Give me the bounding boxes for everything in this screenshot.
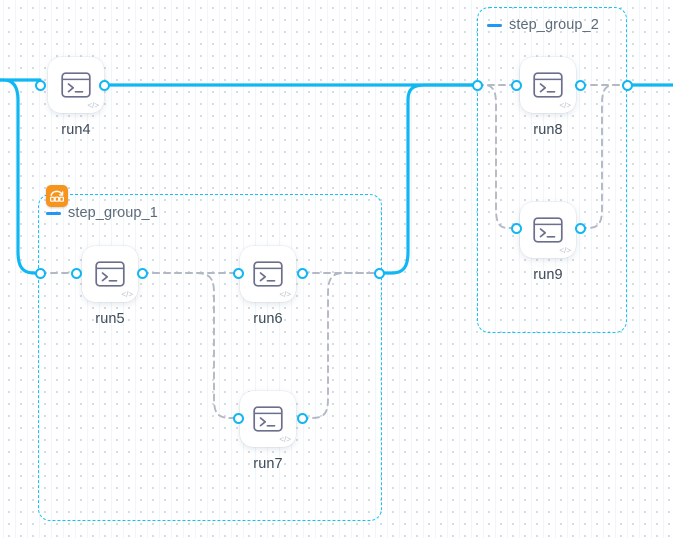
port-group1-out[interactable] — [373, 267, 385, 279]
code-badge-icon: </> — [87, 101, 99, 110]
port-run9-out[interactable] — [574, 222, 586, 234]
port-group2-out[interactable] — [621, 79, 633, 91]
node-label-run7: run7 — [253, 456, 283, 472]
edge-canvas-in-to-group1 — [0, 78, 42, 275]
node-card[interactable]: </> — [240, 391, 296, 447]
port-run9-in[interactable] — [510, 222, 522, 234]
port-run4-in[interactable] — [34, 79, 46, 91]
retry-group-icon[interactable] — [46, 185, 68, 207]
code-badge-icon: </> — [559, 246, 571, 255]
terminal-icon — [61, 72, 91, 98]
edge-group1-out-to-main — [377, 83, 479, 275]
port-run8-in[interactable] — [510, 79, 522, 91]
node-run6[interactable]: </> run6 — [240, 246, 296, 327]
port-run5-out[interactable] — [136, 267, 148, 279]
group-label-step_group_2: step_group_2 — [509, 17, 599, 33]
port-run7-out[interactable] — [296, 412, 308, 424]
code-badge-icon: </> — [279, 290, 291, 299]
port-group2-in[interactable] — [471, 79, 483, 91]
node-label-run9: run9 — [533, 267, 563, 283]
code-badge-icon: </> — [559, 101, 571, 110]
node-label-run4: run4 — [61, 122, 91, 138]
group-header-step_group_1[interactable]: step_group_1 — [46, 205, 158, 221]
group-label-step_group_1: step_group_1 — [68, 205, 158, 221]
port-run5-in[interactable] — [70, 267, 82, 279]
node-run5[interactable]: </> run5 — [82, 246, 138, 327]
node-card[interactable]: </> — [520, 57, 576, 113]
node-card[interactable]: </> — [48, 57, 104, 113]
terminal-icon — [253, 261, 283, 287]
node-label-run6: run6 — [253, 311, 283, 327]
code-badge-icon: </> — [121, 290, 133, 299]
node-card[interactable]: </> — [520, 202, 576, 258]
terminal-icon — [533, 217, 563, 243]
node-label-run5: run5 — [95, 311, 125, 327]
collapse-minus-icon[interactable] — [46, 211, 61, 215]
group-header-step_group_2[interactable]: step_group_2 — [487, 17, 599, 33]
port-run6-in[interactable] — [232, 267, 244, 279]
node-run9[interactable]: </> run9 — [520, 202, 576, 283]
group-box-step_group_1[interactable] — [38, 194, 382, 521]
terminal-icon — [95, 261, 125, 287]
node-run7[interactable]: </> run7 — [240, 391, 296, 472]
node-run8[interactable]: </> run8 — [520, 57, 576, 138]
node-label-run8: run8 — [533, 122, 563, 138]
group-box-step_group_2[interactable] — [477, 7, 627, 333]
node-card[interactable]: </> — [240, 246, 296, 302]
terminal-icon — [533, 72, 563, 98]
code-badge-icon: </> — [279, 435, 291, 444]
collapse-minus-icon[interactable] — [487, 23, 502, 27]
node-card[interactable]: </> — [82, 246, 138, 302]
port-run8-out[interactable] — [574, 79, 586, 91]
node-run4[interactable]: </> run4 — [48, 57, 104, 138]
port-run4-out[interactable] — [98, 79, 110, 91]
terminal-icon — [253, 406, 283, 432]
port-run7-in[interactable] — [232, 412, 244, 424]
port-run6-out[interactable] — [296, 267, 308, 279]
port-group1-in[interactable] — [34, 267, 46, 279]
